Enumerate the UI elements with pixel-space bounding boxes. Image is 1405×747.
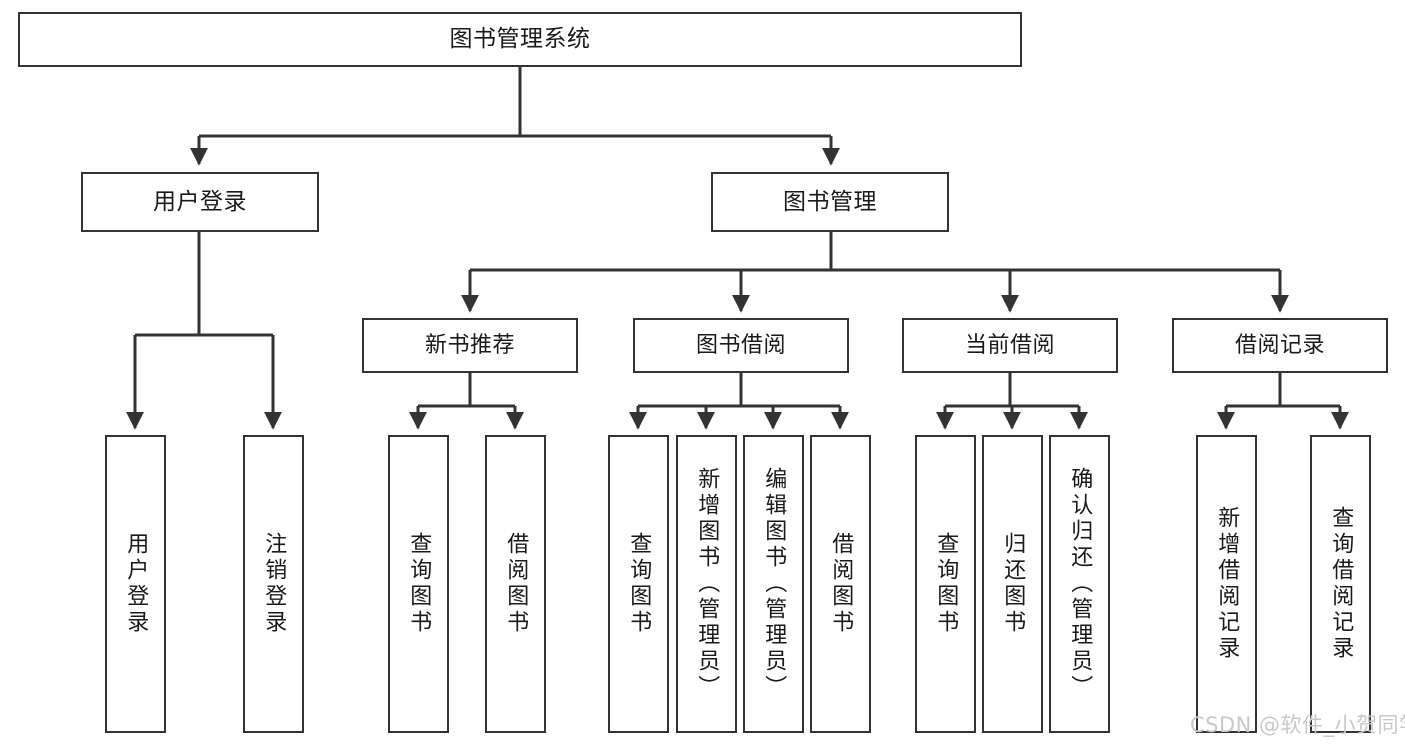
node-current-borrow-label: 当前借阅 [964, 332, 1055, 358]
node-leaf-edit-book-admin[interactable]: 编辑图书（管理员） [743, 435, 804, 733]
node-leaf-user-login[interactable]: 用户登录 [105, 435, 166, 733]
node-leaf-user-logout-label: 注销登录 [261, 532, 287, 636]
node-leaf-query-book-3[interactable]: 查询图书 [915, 435, 976, 733]
node-leaf-query-borrow-record-label: 查询借阅记录 [1328, 506, 1354, 662]
node-leaf-query-book-2[interactable]: 查询图书 [608, 435, 669, 733]
node-leaf-query-book-1-label: 查询图书 [406, 532, 432, 636]
node-user-login[interactable]: 用户登录 [81, 172, 319, 232]
node-leaf-query-book-1[interactable]: 查询图书 [388, 435, 449, 733]
node-leaf-user-login-label: 用户登录 [123, 532, 149, 636]
node-user-login-label: 用户登录 [153, 188, 247, 215]
node-leaf-edit-book-admin-label: 编辑图书（管理员） [761, 467, 787, 701]
node-leaf-borrow-book-2[interactable]: 借阅图书 [810, 435, 871, 733]
node-leaf-return-book-label: 归还图书 [1000, 532, 1026, 636]
node-leaf-borrow-book-1-label: 借阅图书 [503, 532, 529, 636]
node-root[interactable]: 图书管理系统 [18, 12, 1022, 67]
node-borrow-record[interactable]: 借阅记录 [1172, 318, 1388, 373]
node-book-borrow[interactable]: 图书借阅 [633, 318, 849, 373]
node-leaf-borrow-book-2-label: 借阅图书 [828, 532, 854, 636]
node-root-label: 图书管理系统 [449, 26, 591, 53]
node-leaf-query-borrow-record[interactable]: 查询借阅记录 [1310, 435, 1371, 733]
node-leaf-confirm-return-admin[interactable]: 确认归还（管理员） [1049, 435, 1110, 733]
node-leaf-return-book[interactable]: 归还图书 [982, 435, 1043, 733]
node-leaf-add-book-admin-label: 新增图书（管理员） [694, 467, 720, 701]
node-leaf-user-logout[interactable]: 注销登录 [243, 435, 304, 733]
node-new-book-recommend-label: 新书推荐 [424, 332, 515, 358]
node-borrow-record-label: 借阅记录 [1234, 332, 1325, 358]
node-leaf-add-borrow-record[interactable]: 新增借阅记录 [1196, 435, 1257, 733]
node-book-manage-label: 图书管理 [783, 188, 877, 215]
node-leaf-query-book-2-label: 查询图书 [626, 532, 652, 636]
node-leaf-confirm-return-admin-label: 确认归还（管理员） [1067, 467, 1093, 701]
node-leaf-add-book-admin[interactable]: 新增图书（管理员） [676, 435, 737, 733]
node-leaf-query-book-3-label: 查询图书 [933, 532, 959, 636]
node-leaf-add-borrow-record-label: 新增借阅记录 [1214, 506, 1240, 662]
node-book-manage[interactable]: 图书管理 [711, 172, 949, 232]
node-new-book-recommend[interactable]: 新书推荐 [362, 318, 578, 373]
node-book-borrow-label: 图书借阅 [695, 332, 786, 358]
node-current-borrow[interactable]: 当前借阅 [902, 318, 1118, 373]
node-leaf-borrow-book-1[interactable]: 借阅图书 [485, 435, 546, 733]
